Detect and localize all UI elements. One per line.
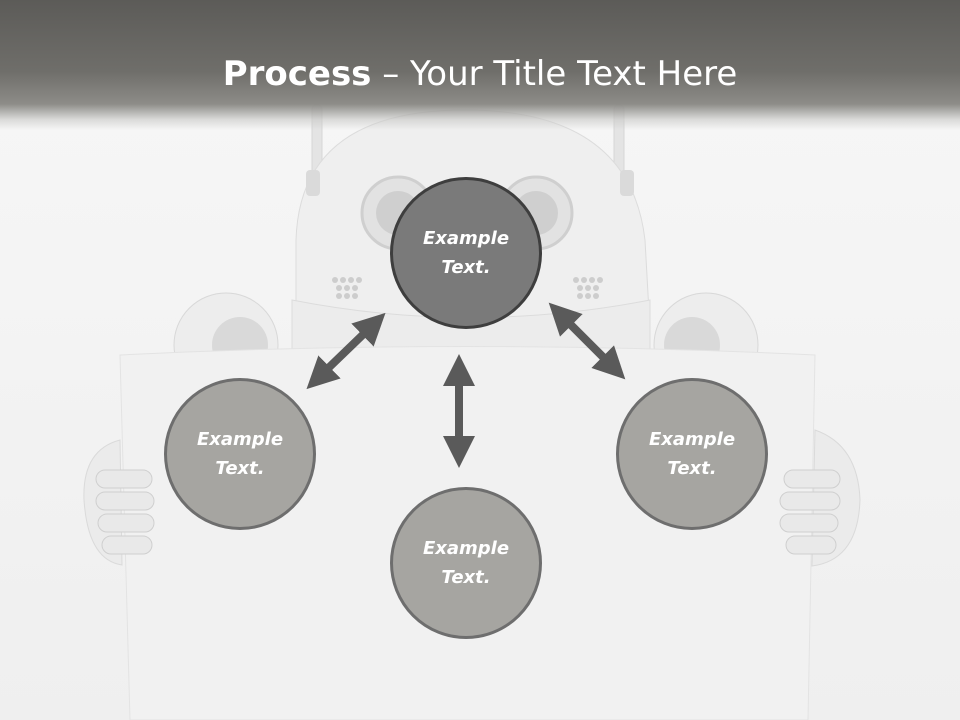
node-left-line2: Text. xyxy=(215,458,265,479)
arrow-center-left xyxy=(306,312,386,390)
node-center-line2: Text. xyxy=(441,257,491,278)
slide-title: Process – Your Title Text Here xyxy=(0,50,960,98)
title-bold: Process xyxy=(222,54,372,94)
node-bottom-line2: Text. xyxy=(441,567,491,588)
arrow-center-right xyxy=(548,302,626,380)
node-right-line2: Text. xyxy=(667,458,717,479)
node-bottom-line1: Example xyxy=(422,538,510,559)
node-left-line1: Example xyxy=(196,429,284,450)
node-right-line1: Example xyxy=(648,429,736,450)
title-bar xyxy=(0,0,960,130)
node-center-line1: Example xyxy=(422,228,510,249)
title-rest: – Your Title Text Here xyxy=(371,54,738,94)
